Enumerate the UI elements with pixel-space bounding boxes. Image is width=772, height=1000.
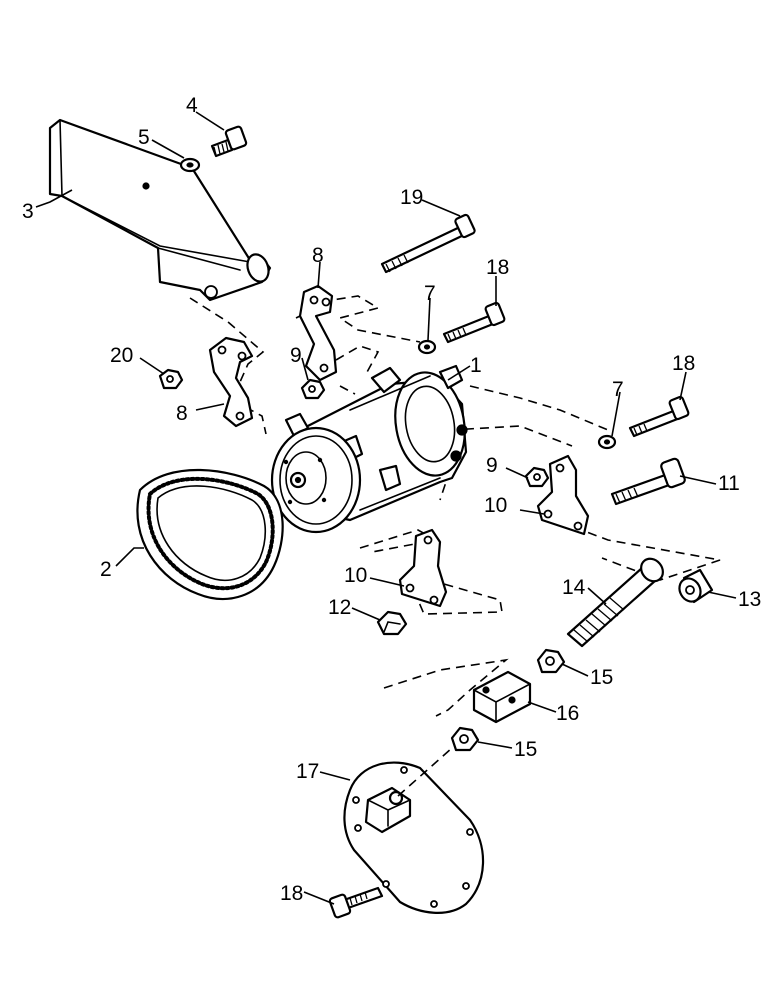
callout-8-upper: 8 bbox=[312, 244, 324, 267]
callout-9-lower: 9 bbox=[486, 454, 498, 477]
callout-15-lower: 15 bbox=[514, 738, 537, 761]
callout-7-upper: 7 bbox=[424, 282, 436, 305]
part-nut-9-lower bbox=[524, 466, 550, 488]
part-bracket-10-upper bbox=[536, 454, 590, 536]
part-bracket-8-lower bbox=[208, 336, 254, 428]
callout-12: 12 bbox=[328, 596, 351, 619]
part-threaded-rod-14 bbox=[566, 557, 664, 648]
callout-10-upper: 10 bbox=[484, 494, 507, 517]
callout-20: 20 bbox=[110, 344, 133, 367]
part-nut-15-upper bbox=[536, 648, 566, 674]
callout-11: 11 bbox=[718, 472, 740, 495]
callout-5: 5 bbox=[138, 126, 150, 149]
callout-18-upper: 18 bbox=[486, 256, 509, 279]
part-bolt-4 bbox=[210, 125, 248, 158]
callout-7-lower: 7 bbox=[612, 378, 624, 401]
callout-18-middle: 18 bbox=[672, 352, 695, 375]
callout-4: 4 bbox=[186, 94, 198, 117]
part-bracket-10-lower bbox=[398, 528, 448, 608]
part-bolt-18-lower bbox=[328, 886, 384, 919]
callout-1: 1 bbox=[470, 354, 482, 377]
callout-13: 13 bbox=[738, 588, 761, 611]
callout-labels: 1 2 3 4 5 7 7 8 8 9 9 10 10 11 12 13 14 … bbox=[22, 94, 761, 905]
part-washer-7-lower bbox=[597, 434, 617, 450]
part-washer-5 bbox=[179, 157, 201, 173]
callout-16: 16 bbox=[556, 702, 579, 725]
callout-18-lower: 18 bbox=[280, 882, 303, 905]
part-nut-20 bbox=[158, 368, 184, 390]
part-bracket-8-upper bbox=[298, 284, 338, 382]
part-bolt-11 bbox=[610, 457, 686, 506]
part-compressor bbox=[270, 364, 468, 534]
callout-17: 17 bbox=[296, 760, 319, 783]
part-block-16 bbox=[472, 670, 532, 724]
callout-2: 2 bbox=[100, 558, 112, 581]
callout-8-lower: 8 bbox=[176, 402, 188, 425]
callout-15-upper: 15 bbox=[590, 666, 613, 689]
callout-leaders bbox=[35, 111, 737, 905]
part-washer-7-upper bbox=[417, 339, 437, 355]
part-long-bolt-19 bbox=[380, 213, 476, 274]
callout-14: 14 bbox=[562, 576, 586, 599]
part-bolt-18-middle bbox=[628, 395, 690, 438]
part-nut-15-lower bbox=[450, 726, 480, 752]
callout-9-upper: 9 bbox=[290, 344, 302, 367]
part-bolt-18-upper bbox=[442, 301, 506, 344]
part-nut-12 bbox=[376, 610, 408, 636]
part-nut-9-upper bbox=[300, 378, 326, 400]
part-belt bbox=[136, 468, 284, 601]
part-spacer-13 bbox=[678, 568, 714, 604]
callout-19: 19 bbox=[400, 186, 423, 209]
callout-3: 3 bbox=[22, 200, 34, 223]
part-bracket-arm bbox=[48, 118, 272, 302]
callout-10-lower: 10 bbox=[344, 564, 367, 587]
part-plate-17 bbox=[343, 747, 485, 914]
